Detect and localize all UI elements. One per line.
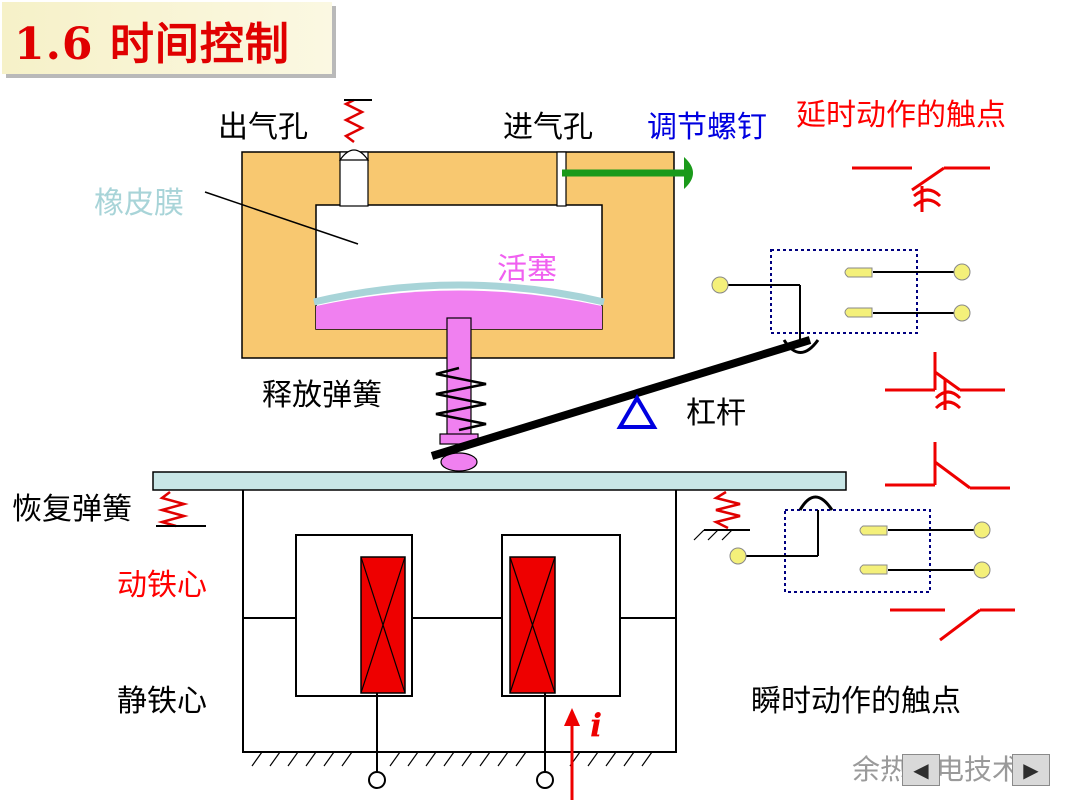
ground-hatch: [251, 751, 660, 767]
page-title: 1.6 时间控制: [14, 19, 290, 70]
lever: [430, 336, 812, 460]
static-core-label: 静铁心: [117, 684, 207, 719]
current-arrow-head: [564, 708, 580, 726]
outlet-spring: [343, 98, 365, 143]
symbol-delay-closing-no: [852, 166, 990, 212]
right-coil: [509, 556, 556, 694]
adjust-screw-head: [684, 157, 693, 189]
release-spring: [435, 366, 487, 432]
piston-body: [316, 290, 602, 329]
terminal-left: [368, 771, 386, 789]
next-slide-button[interactable]: ▶: [1012, 754, 1050, 786]
symbol-instant-nc: [885, 442, 1010, 490]
inlet-hole-label: 进气孔: [503, 110, 593, 145]
instant-contact-block: [729, 495, 991, 593]
instant-contacts-label: 瞬时动作的触点: [751, 684, 961, 719]
release-spring-label: 释放弹簧: [262, 378, 382, 413]
symbol-delay-opening-nc: [885, 352, 1005, 410]
membrane-pointer: [204, 191, 359, 245]
rubber-membrane-label: 橡皮膜: [94, 186, 184, 221]
return-spring-left: [157, 491, 189, 528]
outlet-valve: [338, 149, 370, 161]
outlet-hole-label: 出气孔: [218, 110, 308, 145]
lever-label: 杠杆: [686, 396, 746, 431]
terminal-right: [536, 771, 554, 789]
adjust-screw-label: 调节螺钉: [647, 110, 767, 145]
symbol-instant-no: [890, 608, 1015, 642]
return-spring-right: [712, 490, 741, 530]
delay-contact-block: [711, 249, 971, 354]
title-banner: 1.6 时间控制: [2, 2, 332, 74]
armature-plate: [152, 471, 847, 491]
return-spring-label: 恢复弹簧: [12, 492, 132, 527]
lever-fulcrum: [616, 394, 658, 429]
prev-slide-button[interactable]: ◀: [902, 754, 940, 786]
current-label: i: [590, 706, 603, 744]
piston-label: 活塞: [497, 252, 557, 287]
left-coil: [360, 556, 406, 694]
delay-contacts-label: 延时动作的触点: [796, 98, 1006, 133]
inlet-channel: [556, 151, 567, 207]
rubber-membrane: [313, 281, 605, 306]
rod-foot: [440, 452, 478, 472]
outlet-channel: [339, 151, 369, 207]
moving-core-label: 动铁心: [117, 568, 207, 603]
